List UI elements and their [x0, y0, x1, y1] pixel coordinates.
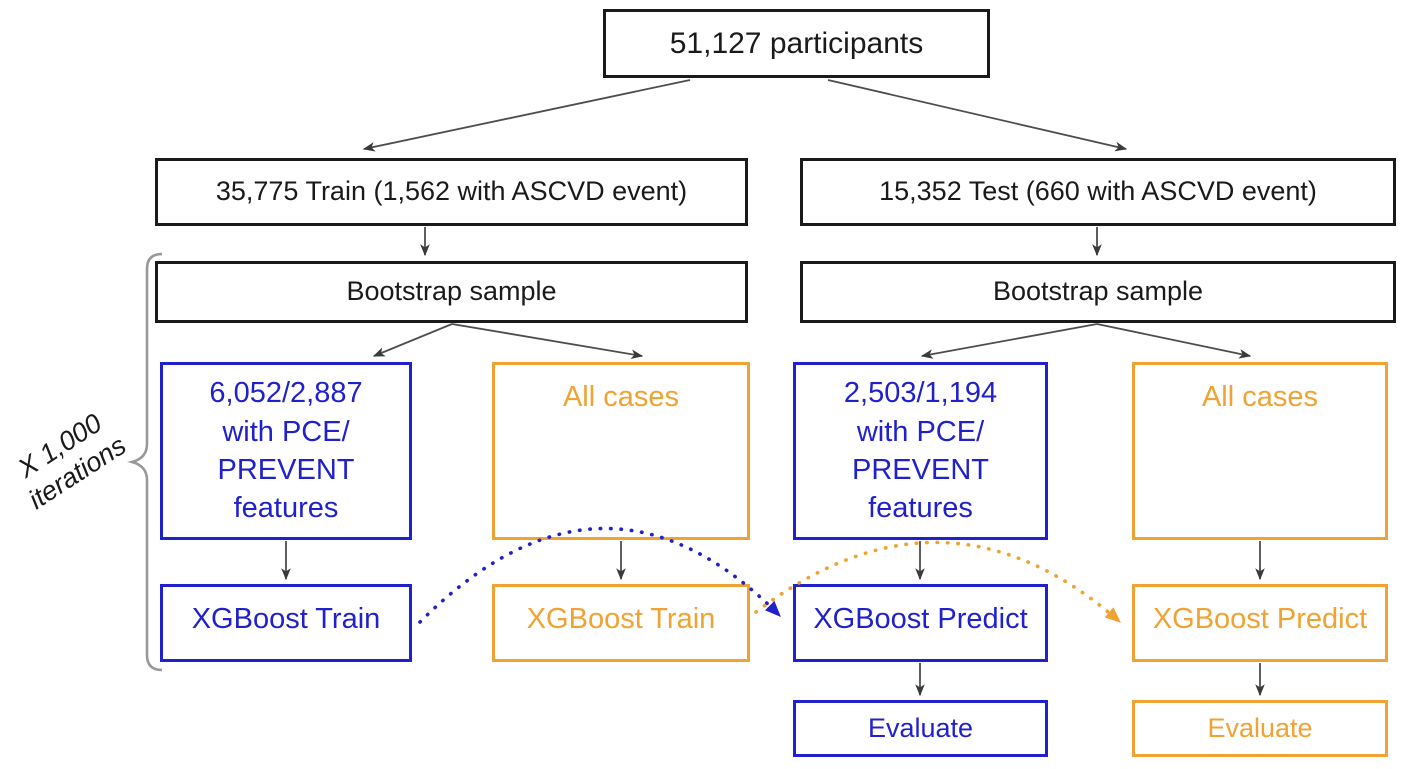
xgboost-train-all-box: XGBoost Train: [492, 584, 750, 662]
xgboost-predict-all-label: XGBoost Predict: [1152, 603, 1368, 635]
xgboost-train-pce-label: XGBoost Train: [191, 603, 381, 635]
xgboost-train-pce-box: XGBoost Train: [160, 584, 412, 662]
iterations-label: X 1,000 iterations: [12, 407, 132, 515]
bootstrap-sample-train-box: Bootstrap sample: [155, 261, 748, 323]
test-pce-features-label: 2,503/1,194 with PCE/ PREVENT features: [843, 377, 998, 525]
arrow-bootstrap-to-test-all: [1096, 323, 1252, 359]
evaluate-all-label: Evaluate: [1207, 712, 1313, 743]
arrow-bootstrap-to-test-pce: [920, 323, 1098, 359]
xgboost-train-all-label: XGBoost Train: [526, 603, 716, 635]
train-split-label: 35,775 Train (1,562 with ASCVD event): [215, 176, 688, 207]
xgboost-predict-pce-label: XGBoost Predict: [813, 603, 1028, 635]
test-all-cases-box: All cases: [1132, 362, 1388, 540]
train-pce-features-box: 6,052/2,887 with PCE/ PREVENT features: [160, 362, 412, 540]
test-split-box: 15,352 Test (660 with ASCVD event): [800, 158, 1396, 226]
participants-label: 51,127 participants: [669, 26, 924, 60]
participants-box: 51,127 participants: [603, 9, 990, 78]
train-all-cases-label: All cases: [562, 381, 680, 413]
bootstrap-sample-train-label: Bootstrap sample: [346, 276, 557, 307]
test-all-cases-label: All cases: [1201, 381, 1319, 413]
evaluate-pce-label: Evaluate: [867, 712, 974, 743]
train-split-box: 35,775 Train (1,562 with ASCVD event): [155, 158, 748, 226]
arrow-bootstrap-to-train-all: [451, 323, 644, 359]
arrow-bootstrap-to-train-pce: [372, 323, 453, 357]
xgboost-predict-pce-box: XGBoost Predict: [793, 584, 1048, 662]
arrow-root-to-test: [827, 79, 1128, 152]
evaluate-all-box: Evaluate: [1132, 700, 1388, 757]
xgboost-predict-all-box: XGBoost Predict: [1132, 584, 1388, 662]
test-pce-features-box: 2,503/1,194 with PCE/ PREVENT features: [793, 362, 1048, 540]
arrow-root-to-train: [362, 79, 691, 152]
bootstrap-sample-test-label: Bootstrap sample: [992, 276, 1204, 307]
train-pce-features-label: 6,052/2,887 with PCE/ PREVENT features: [209, 377, 363, 525]
bootstrap-sample-test-box: Bootstrap sample: [800, 261, 1396, 323]
test-split-label: 15,352 Test (660 with ASCVD event): [879, 176, 1317, 207]
evaluate-pce-box: Evaluate: [793, 700, 1048, 757]
train-all-cases-box: All cases: [492, 362, 750, 540]
